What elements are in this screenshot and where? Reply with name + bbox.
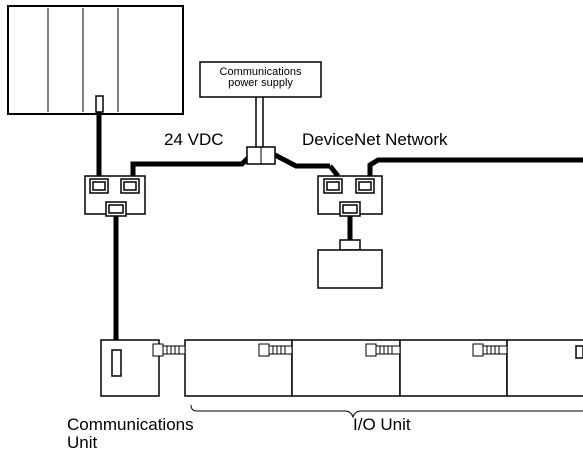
- communications-unit-box: [100, 339, 160, 397]
- plc-rack: [7, 5, 184, 115]
- communications-unit-label-line2: Unit: [67, 433, 98, 452]
- power-tap-connector: [246, 146, 276, 165]
- io-unit-label: I/O Unit: [353, 415, 411, 434]
- ribbon-connector-1: [152, 343, 186, 357]
- io-unit-bracket: [190, 404, 583, 419]
- power-supply-label: Communications power supply: [200, 67, 321, 89]
- ribbon-connector-4: [472, 343, 508, 357]
- communications-unit-label: Communications Unit: [67, 416, 194, 452]
- power-supply-label-line2: power supply: [228, 77, 293, 89]
- trunk-cable: [130, 152, 583, 178]
- right-t-branch: [317, 175, 383, 217]
- power-supply-label-line1: Communications: [219, 66, 302, 78]
- ribbon-connector-3: [365, 343, 401, 357]
- ribbon-connector-2: [258, 343, 293, 357]
- slave-connector: [339, 239, 361, 251]
- left-t-branch: [84, 175, 146, 217]
- voltage-label: 24 VDC: [164, 130, 224, 149]
- network-label: DeviceNet Network: [302, 130, 448, 149]
- slave-device: [317, 249, 383, 289]
- power-supply: [199, 61, 322, 148]
- communications-unit-label-line1: Communications: [67, 415, 194, 434]
